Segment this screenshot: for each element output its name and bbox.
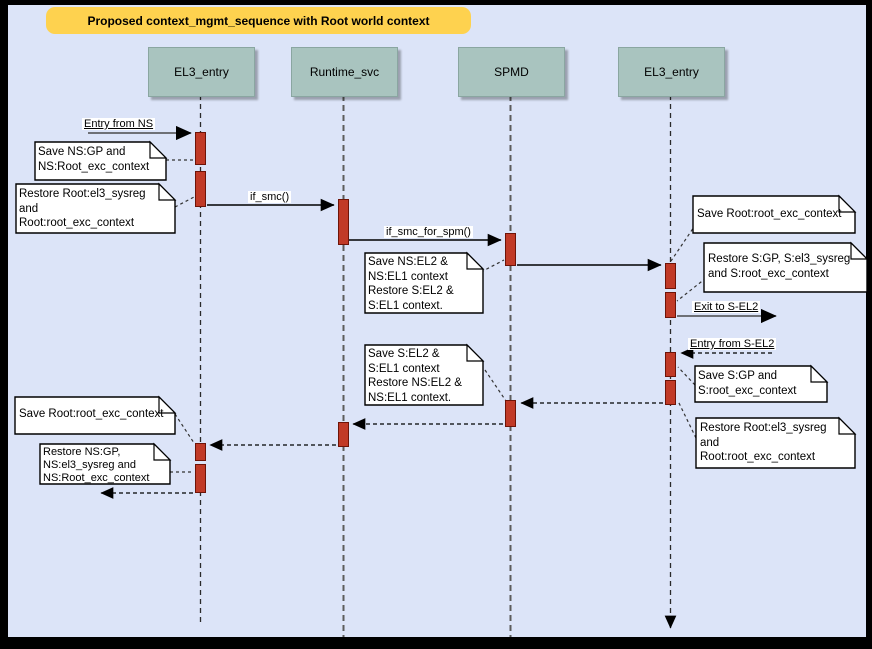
note-shape-restore-root-el3-right <box>695 416 857 469</box>
message-label-entry-from-ns: Entry from NS <box>82 118 156 130</box>
note-shape-save-root-rec-right <box>692 194 857 234</box>
note-link-restore-root-el3-right <box>677 400 697 439</box>
activation-el3b-2 <box>665 292 676 318</box>
actor-el3-entry-2: EL3_entry <box>618 47 725 97</box>
actor-runtime-svc: Runtime_svc <box>291 47 398 97</box>
activation-runtime-svc-1 <box>338 199 349 245</box>
activation-el3b-3 <box>665 352 676 377</box>
note-link-save-ns-el2 <box>480 259 505 273</box>
note-shape-save-s-gp <box>694 364 829 403</box>
diagram-canvas <box>8 5 866 637</box>
note-save-ns-el2: Save NS:EL2 & NS:EL1 context Restore S:E… <box>368 256 454 312</box>
note-shape-save-ns-gp <box>34 140 168 181</box>
activation-el3-entry-4 <box>195 464 206 493</box>
activation-el3-entry-2 <box>195 171 206 207</box>
note-link-save-root-rec-left <box>174 413 195 444</box>
note-restore-root-el3: Restore Root:el3_sysreg and Root:root_ex… <box>19 188 146 229</box>
note-shape-restore-root-el3 <box>15 182 177 234</box>
diagram-title: Proposed context_mgmt_sequence with Root… <box>46 7 471 34</box>
note-save-root-rec-left: Save Root:root_exc_context <box>19 408 164 420</box>
activation-el3-entry-3 <box>195 443 206 461</box>
message-label-if-smc-for-spm: if_smc_for_spm() <box>384 226 473 238</box>
activation-el3b-1 <box>665 263 676 289</box>
actor-el3-entry-2-label: EL3_entry <box>644 65 699 79</box>
activation-el3b-4 <box>665 380 676 405</box>
actor-el3-entry-label: EL3_entry <box>174 65 229 79</box>
activation-el3-entry-1 <box>195 132 206 165</box>
actor-spmd: SPMD <box>458 47 565 97</box>
note-link-restore-s-gp <box>676 277 707 302</box>
message-label-exit-to-sel2: Exit to S-EL2 <box>692 301 761 313</box>
note-shape-restore-s-gp <box>703 241 869 293</box>
note-shape-save-ns-el2 <box>364 251 485 314</box>
note-save-ns-gp: Save NS:GP and NS:Root_exc_context <box>38 146 150 173</box>
note-link-save-root-rec-right <box>670 223 697 262</box>
note-save-s-gp: Save S:GP and S:root_exc_context <box>698 370 797 397</box>
message-label-entry-from-sel2: Entry from S-EL2 <box>688 338 777 350</box>
note-restore-s-gp: Restore S:GP, S:el3_sysreg and S:root_ex… <box>708 253 851 280</box>
note-link-save-s-el2 <box>484 369 507 402</box>
note-shape-save-s-el2 <box>364 343 485 406</box>
actor-runtime-svc-label: Runtime_svc <box>309 65 380 79</box>
note-shape-save-root-rec-left <box>14 395 177 435</box>
activation-spmd-1 <box>505 233 516 266</box>
activation-spmd-2 <box>505 400 516 427</box>
activation-runtime-svc-2 <box>338 422 349 447</box>
note-save-s-el2: Save S:EL2 & S:EL1 context Restore NS:EL… <box>368 348 462 404</box>
note-shape-restore-ns-gp <box>39 442 172 485</box>
message-label-if-smc: if_smc() <box>248 191 292 203</box>
note-link-restore-root-el3 <box>174 196 195 208</box>
actor-spmd-label: SPMD <box>494 65 529 79</box>
note-link-save-s-gp <box>677 366 696 386</box>
note-restore-ns-gp: Restore NS:GP, NS:el3_sysreg and NS:Root… <box>43 446 150 484</box>
actor-el3-entry: EL3_entry <box>148 47 255 97</box>
note-restore-root-el3-right: Restore Root:el3_sysreg and Root:root_ex… <box>700 422 827 463</box>
note-save-root-rec-right: Save Root:root_exc_context <box>697 208 842 220</box>
